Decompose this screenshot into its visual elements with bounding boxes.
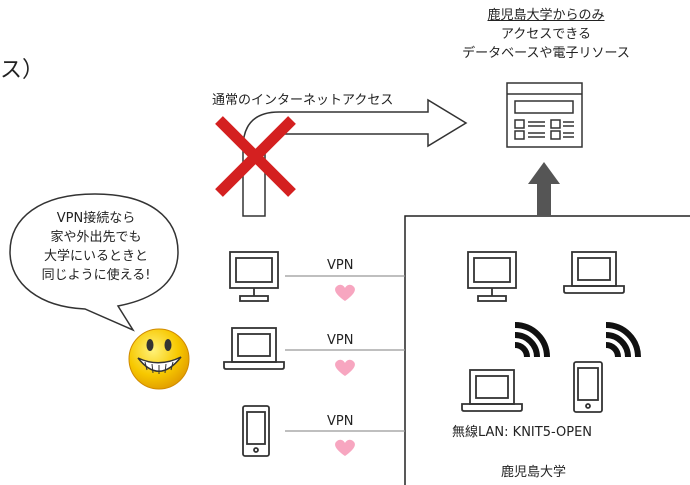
speech-bubble <box>9 193 179 332</box>
laptop-icon <box>223 327 285 370</box>
bubble-line-2: 家や外出先でも <box>50 230 142 245</box>
vpn-label-2: VPN <box>327 333 354 348</box>
campus-to-db-arrow <box>528 162 560 216</box>
bubble-line-4: 同じように使える! <box>41 268 151 283</box>
vpn-label-1: VPN <box>327 258 354 273</box>
cross-icon <box>215 116 296 197</box>
tablet-icon <box>573 361 603 413</box>
db-line-3: データベースや電子リソース <box>462 46 630 61</box>
bubble-line-3: 大学にいるときと <box>43 249 148 264</box>
monitor-icon <box>229 251 279 302</box>
campus-name: 鹿児島大学 <box>501 465 567 480</box>
normal-access-label: 通常のインターネットアクセス <box>212 93 394 108</box>
speech-bubble-text: VPN接続なら 家や外出先でも 大学にいるときと 同じように使える! <box>26 209 166 285</box>
heart-icon <box>335 439 355 456</box>
heart-icon <box>335 284 355 301</box>
monitor-icon <box>467 251 517 302</box>
web-page-icon <box>506 82 583 148</box>
wifi-icon <box>605 322 641 358</box>
normal-access-arrow <box>242 98 468 217</box>
laptop-icon <box>563 251 625 294</box>
wireless-lan-label: 無線LAN: KNIT5-OPEN <box>452 425 593 440</box>
db-line-2: アクセスできる <box>500 27 592 42</box>
vpn-label-3: VPN <box>327 414 354 429</box>
wifi-icon <box>514 322 550 358</box>
page-title-fragment: ス） <box>0 58 45 83</box>
smiley-icon <box>128 328 190 390</box>
bubble-line-1: VPN接続なら <box>56 211 136 226</box>
laptop-icon <box>461 369 523 412</box>
heart-icon <box>335 359 355 376</box>
tablet-icon <box>242 405 270 457</box>
db-line-1: 鹿児島大学からのみ <box>487 8 605 23</box>
db-description: 鹿児島大学からのみ アクセスできる データベースや電子リソース <box>436 6 656 63</box>
vpn-lines <box>285 275 405 432</box>
